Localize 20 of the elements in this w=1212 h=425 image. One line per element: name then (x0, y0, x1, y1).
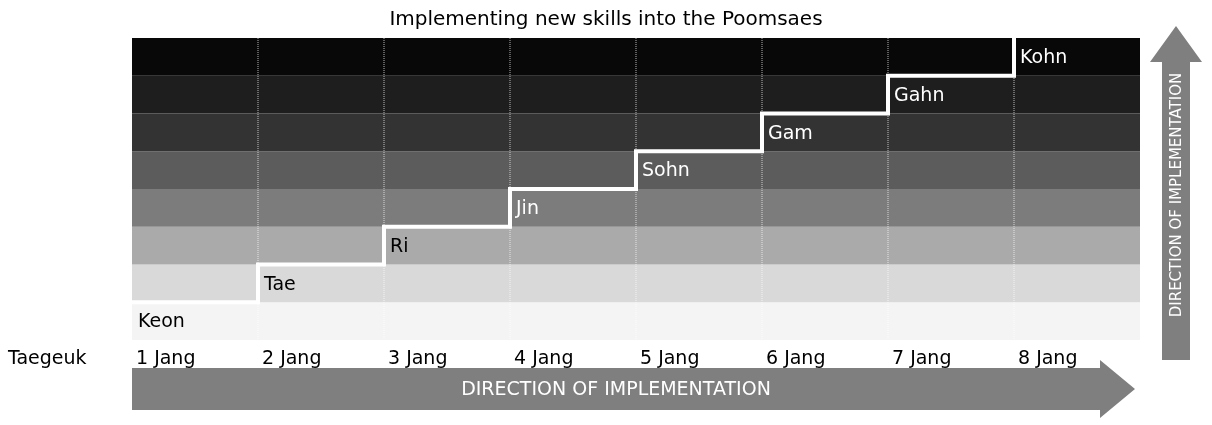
form-name: Gahn (894, 82, 945, 105)
form-name: Kohn (1020, 45, 1068, 67)
column-label: 1 Jang (136, 346, 196, 368)
form-name: Tae (264, 271, 296, 294)
column-label: 7 Jang (892, 346, 952, 368)
form-name: Sohn (642, 158, 690, 181)
direction-label: DIRECTION OF IMPLEMENTATION (460, 377, 772, 399)
form-name: Gam (768, 120, 813, 143)
column-label: 2 Jang (262, 346, 322, 368)
form-name: Ri (390, 233, 409, 256)
column-label: 4 Jang (514, 346, 574, 368)
column-label: 8 Jang (1018, 346, 1078, 368)
row-heading: Taegeuk (8, 346, 87, 368)
form-name: Keon (138, 309, 185, 332)
column-label: 5 Jang (640, 346, 700, 368)
column-label: 3 Jang (388, 346, 448, 368)
direction-label: DIRECTION OF IMPLEMENTATION (1167, 72, 1185, 318)
column-label: 6 Jang (766, 346, 826, 368)
chart-title: Implementing new skills into the Poomsaes (388, 6, 824, 30)
form-name: Jin (516, 196, 539, 218)
